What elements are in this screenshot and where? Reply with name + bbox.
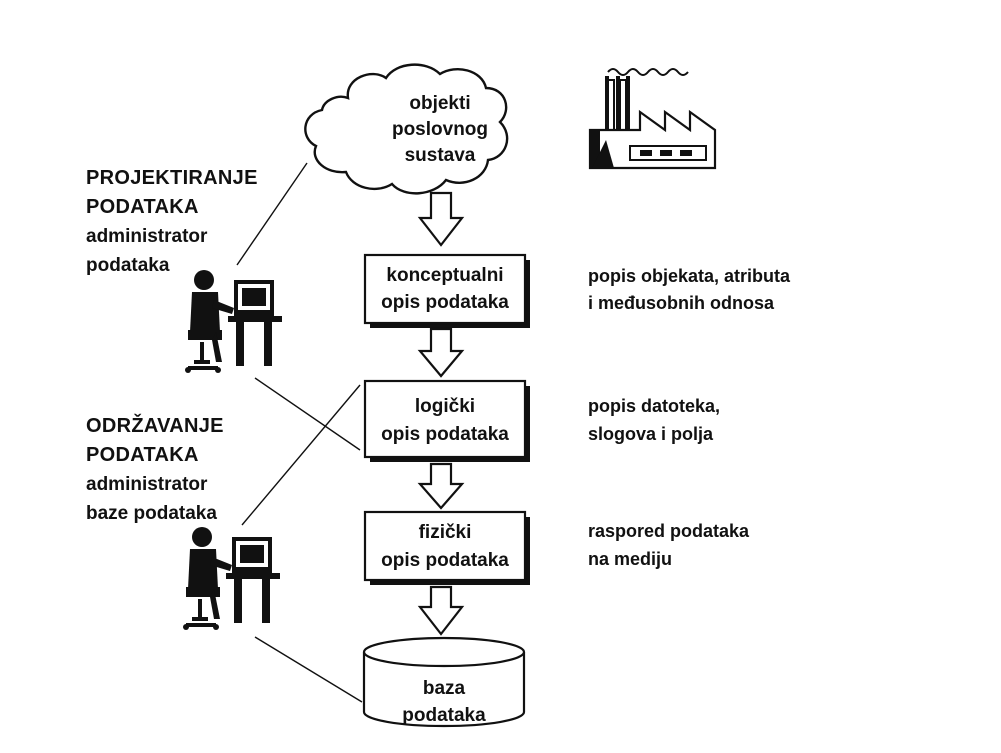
physical-box-line1: fizički xyxy=(419,522,472,543)
database-label-line1: baza xyxy=(423,678,466,699)
cloud-label-line2: poslovnog xyxy=(392,119,488,140)
connector-design-to-logical xyxy=(254,377,361,451)
cloud-label-line3: sustava xyxy=(405,145,476,166)
connector-maintenance-to-logical xyxy=(241,384,361,526)
physical-description-box: fizički opis podataka xyxy=(363,510,530,585)
design-label-line4: podataka xyxy=(86,255,170,276)
cloud-label-line1: objekti xyxy=(409,93,470,114)
logical-annotation-line2: slogova i polja xyxy=(588,424,714,444)
logical-box-line1: logički xyxy=(415,396,475,417)
design-label-line2: PODATAKA xyxy=(86,196,199,218)
down-arrow-icon xyxy=(417,462,465,510)
conceptual-annotation-line2: i međusobnih odnosa xyxy=(588,293,775,313)
connector-design-to-cloud xyxy=(236,162,308,266)
conceptual-box-line1: konceptualni xyxy=(386,265,503,286)
data-design-label: PROJEKTIRANJE PODATAKA administrator pod… xyxy=(86,167,258,276)
physical-annotation-line2: na mediju xyxy=(588,549,672,569)
data-maintenance-label: ODRŽAVANJE PODATAKA administrator baze p… xyxy=(86,413,224,524)
down-arrow-icon xyxy=(417,191,465,247)
database-cylinder-icon: baza podataka xyxy=(362,636,526,728)
conceptual-annotation-line1: popis objekata, atributa xyxy=(588,266,791,286)
maintenance-label-line1: ODRŽAVANJE xyxy=(86,413,224,437)
maintenance-label-line4: baze podataka xyxy=(86,503,217,524)
connector-lines xyxy=(236,162,363,703)
logical-description-box: logički opis podataka xyxy=(363,379,530,462)
design-label-line1: PROJEKTIRANJE xyxy=(86,167,258,189)
database-label-line2: podataka xyxy=(402,705,486,726)
person-at-computer-icon xyxy=(185,270,282,373)
physical-annotation: raspored podataka na mediju xyxy=(588,521,750,569)
maintenance-label-line3: administrator xyxy=(86,474,208,495)
conceptual-annotation: popis objekata, atributa i međusobnih od… xyxy=(588,266,791,313)
cloud-icon xyxy=(304,63,509,195)
logical-annotation: popis datoteka, slogova i polja xyxy=(588,396,720,444)
person-at-computer-icon xyxy=(183,527,280,630)
down-arrow-icon xyxy=(417,327,465,378)
logical-box-line2: opis podataka xyxy=(381,424,509,445)
conceptual-box-line2: opis podataka xyxy=(381,292,509,313)
maintenance-label-line2: PODATAKA xyxy=(86,444,199,466)
physical-box-line2: opis podataka xyxy=(381,550,509,571)
business-objects-cloud: objekti poslovnog sustava xyxy=(304,63,509,195)
conceptual-description-box: konceptualni opis podataka xyxy=(363,253,530,328)
connector-maintenance-to-database xyxy=(254,636,363,703)
down-arrow-icon xyxy=(417,585,465,636)
factory-icon xyxy=(588,68,717,170)
logical-annotation-line1: popis datoteka, xyxy=(588,396,720,416)
physical-annotation-line1: raspored podataka xyxy=(588,521,750,541)
design-label-line3: administrator xyxy=(86,226,208,247)
